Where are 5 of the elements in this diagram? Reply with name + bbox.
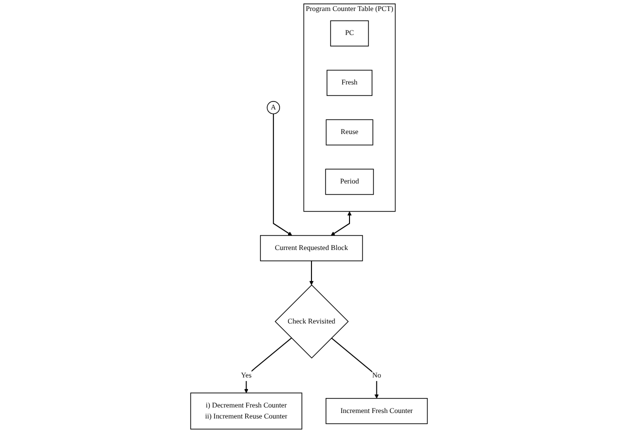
arrow [330, 211, 352, 236]
arrow [330, 338, 379, 399]
arrow [309, 260, 314, 286]
arrow [272, 113, 292, 236]
arrow [244, 338, 292, 394]
